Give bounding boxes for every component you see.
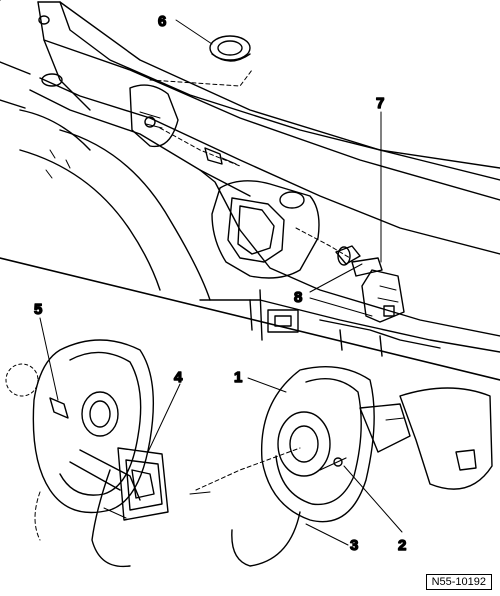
callout-8: 8 (294, 289, 302, 306)
callout-7: 7 (376, 95, 384, 112)
reference-code: N55-10192 (425, 574, 492, 590)
housing-left (5, 339, 169, 568)
housing-right (189, 365, 493, 567)
callout-4: 4 (174, 369, 183, 386)
leader-lines (39, 19, 403, 546)
plug-item-6 (209, 35, 251, 62)
flap-opening (211, 180, 320, 279)
view-separator (0, 257, 500, 381)
callout-6: 6 (158, 13, 166, 30)
callout-3: 3 (350, 537, 358, 554)
body-panel-detail (0, 0, 500, 357)
callout-2: 2 (398, 537, 406, 554)
actuator-item-7-8 (335, 245, 405, 323)
callout-5: 5 (34, 301, 42, 318)
callout-1: 1 (234, 369, 242, 386)
